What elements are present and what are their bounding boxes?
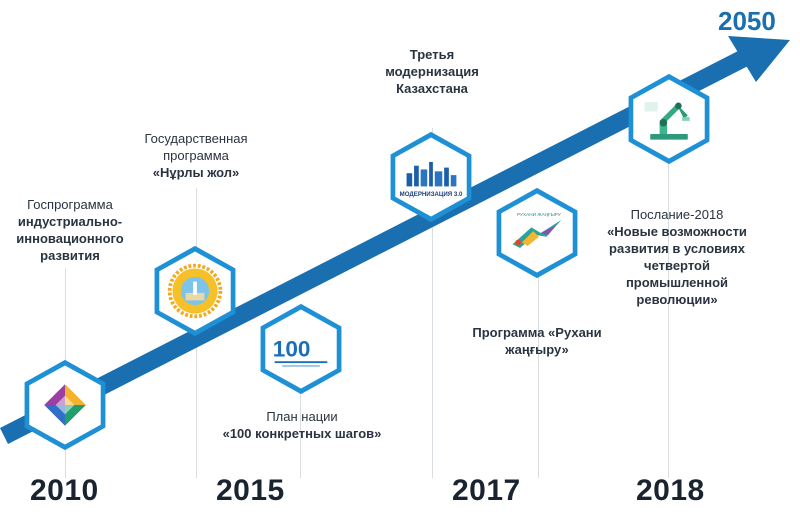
timeline-arrow-head (728, 36, 790, 82)
hex-industry-4 (622, 72, 716, 166)
hex-rukhani: РУХАНИ ЖАҢҒЫРУ (490, 186, 584, 280)
caption-100-steps-normal: План нации (266, 409, 338, 424)
caption-industrial: Госпрограмма индустриально-инновационног… (0, 196, 140, 264)
caption-2018-normal: Послание-2018 (630, 207, 724, 222)
modernization-logo-text: МОДЕРНИЗАЦИЯ 3.0 (400, 191, 463, 198)
plan-100-number: 100 (273, 337, 311, 362)
caption-nurly-zhol-normal: Государственная программа (144, 131, 248, 163)
caption-nurly-zhol: Государственная программа «Нұрлы жол» (126, 130, 266, 181)
caption-industrial-bold: индустриально-инновационного развития (16, 214, 124, 263)
year-2015: 2015 (216, 474, 285, 507)
caption-modernization-bold: Третья модернизация Казахстана (385, 47, 479, 96)
guide-line-2017-a (432, 128, 433, 478)
year-2018: 2018 (636, 474, 705, 507)
guide-line-2017-b (538, 258, 539, 478)
rukhani-bird-icon: РУХАНИ ЖАҢҒЫРУ (512, 212, 562, 249)
hex-industrial-program (18, 358, 112, 452)
hex-100-steps: 100 (254, 302, 348, 396)
caption-modernization: Третья модернизация Казахстана (362, 46, 502, 97)
guide-line-2015-b (300, 360, 301, 478)
hex-modernization: МОДЕРНИЗАЦИЯ 3.0 (384, 130, 478, 224)
nurly-zhol-sun-icon (167, 263, 223, 319)
plan-100-icon: 100 (273, 337, 328, 367)
caption-100-steps-bold: «100 конкретных шагов» (222, 426, 382, 441)
year-2010: 2010 (30, 474, 99, 507)
guide-line-2018 (668, 148, 669, 478)
year-2017: 2017 (452, 474, 521, 507)
caption-nurly-zhol-bold: «Нұрлы жол» (152, 165, 240, 180)
robot-arm-icon (644, 102, 690, 140)
rukhani-logo-text: РУХАНИ ЖАҢҒЫРУ (517, 212, 561, 217)
end-year-label: 2050 (718, 6, 776, 36)
caption-rukhani-bold: Программа «Рухани жаңғыру» (472, 325, 602, 357)
caption-industrial-normal: Госпрограмма (27, 197, 113, 212)
caption-2018: Послание-2018 «Новые возможности развити… (592, 206, 762, 308)
caption-100-steps: План нации «100 конкретных шагов» (212, 408, 392, 442)
modernization-city-icon: МОДЕРНИЗАЦИЯ 3.0 (400, 161, 463, 198)
caption-2018-bold: «Новые возможности развития в условиях ч… (607, 224, 747, 307)
caption-rukhani: Программа «Рухани жаңғыру» (462, 324, 612, 358)
hex-nurly-zhol (148, 244, 242, 338)
timeline-arrow-shaft (0, 50, 748, 444)
